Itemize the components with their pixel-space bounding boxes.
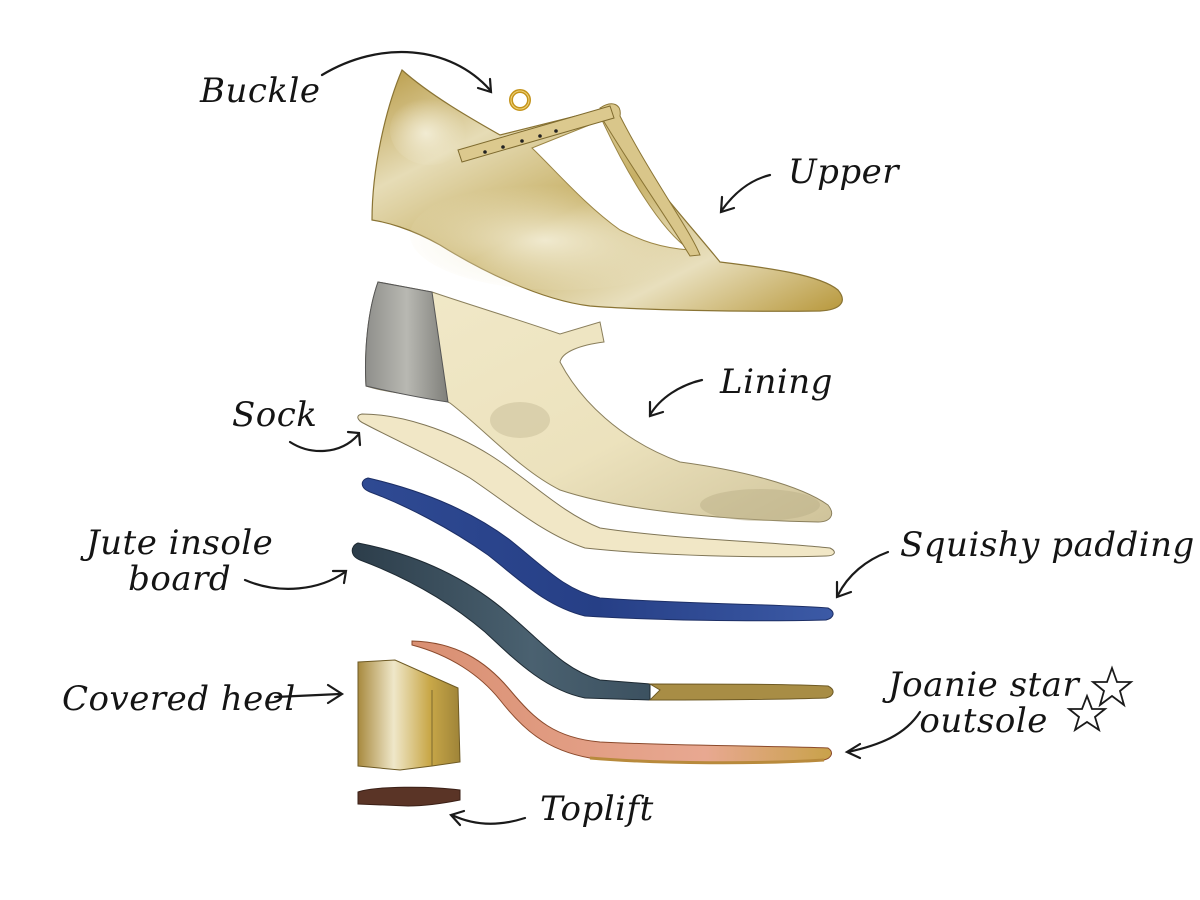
outsole-component bbox=[411, 640, 832, 765]
covered-heel-component bbox=[357, 659, 461, 771]
squishy-padding-component bbox=[361, 477, 834, 622]
arrow-heel bbox=[273, 692, 342, 699]
lining-component bbox=[365, 281, 833, 523]
strap-holes bbox=[483, 129, 558, 154]
label-upper: Upper bbox=[788, 152, 900, 192]
buckle-component bbox=[509, 89, 531, 111]
arrow-upper bbox=[720, 173, 772, 212]
annotation-arrows bbox=[243, 51, 922, 827]
label-buckle: Buckle bbox=[200, 71, 321, 111]
label-outsole-line1: Joanie star bbox=[888, 665, 1080, 705]
arrow-sock bbox=[288, 433, 360, 453]
label-jute-insole-line1: Jute insole bbox=[86, 523, 274, 563]
arrow-lining bbox=[648, 378, 704, 417]
star-icons bbox=[1066, 665, 1134, 733]
jute-insole-board-component bbox=[351, 542, 834, 701]
label-jute-insole-board: Jute insole board bbox=[86, 523, 274, 599]
arrow-outsole bbox=[846, 710, 922, 754]
label-covered-heel: Covered heel bbox=[62, 679, 296, 719]
label-outsole: Joanie star outsole bbox=[888, 665, 1080, 741]
sock-component bbox=[357, 413, 835, 558]
upper-component bbox=[371, 68, 843, 312]
arrow-toplift bbox=[450, 813, 527, 825]
arrow-buckle bbox=[320, 51, 492, 92]
label-jute-insole-line2: board bbox=[128, 558, 232, 599]
star-icon bbox=[1066, 693, 1108, 733]
label-lining: Lining bbox=[720, 362, 833, 402]
arrow-squishy bbox=[836, 550, 890, 597]
label-sock: Sock bbox=[232, 395, 318, 435]
arrow-jute bbox=[243, 570, 347, 590]
label-outsole-line2: outsole bbox=[919, 700, 1048, 741]
label-toplift: Toplift bbox=[540, 789, 654, 829]
label-squishy-padding: Squishy padding bbox=[900, 525, 1195, 565]
toplift-component bbox=[357, 786, 461, 807]
star-icon bbox=[1090, 665, 1134, 708]
